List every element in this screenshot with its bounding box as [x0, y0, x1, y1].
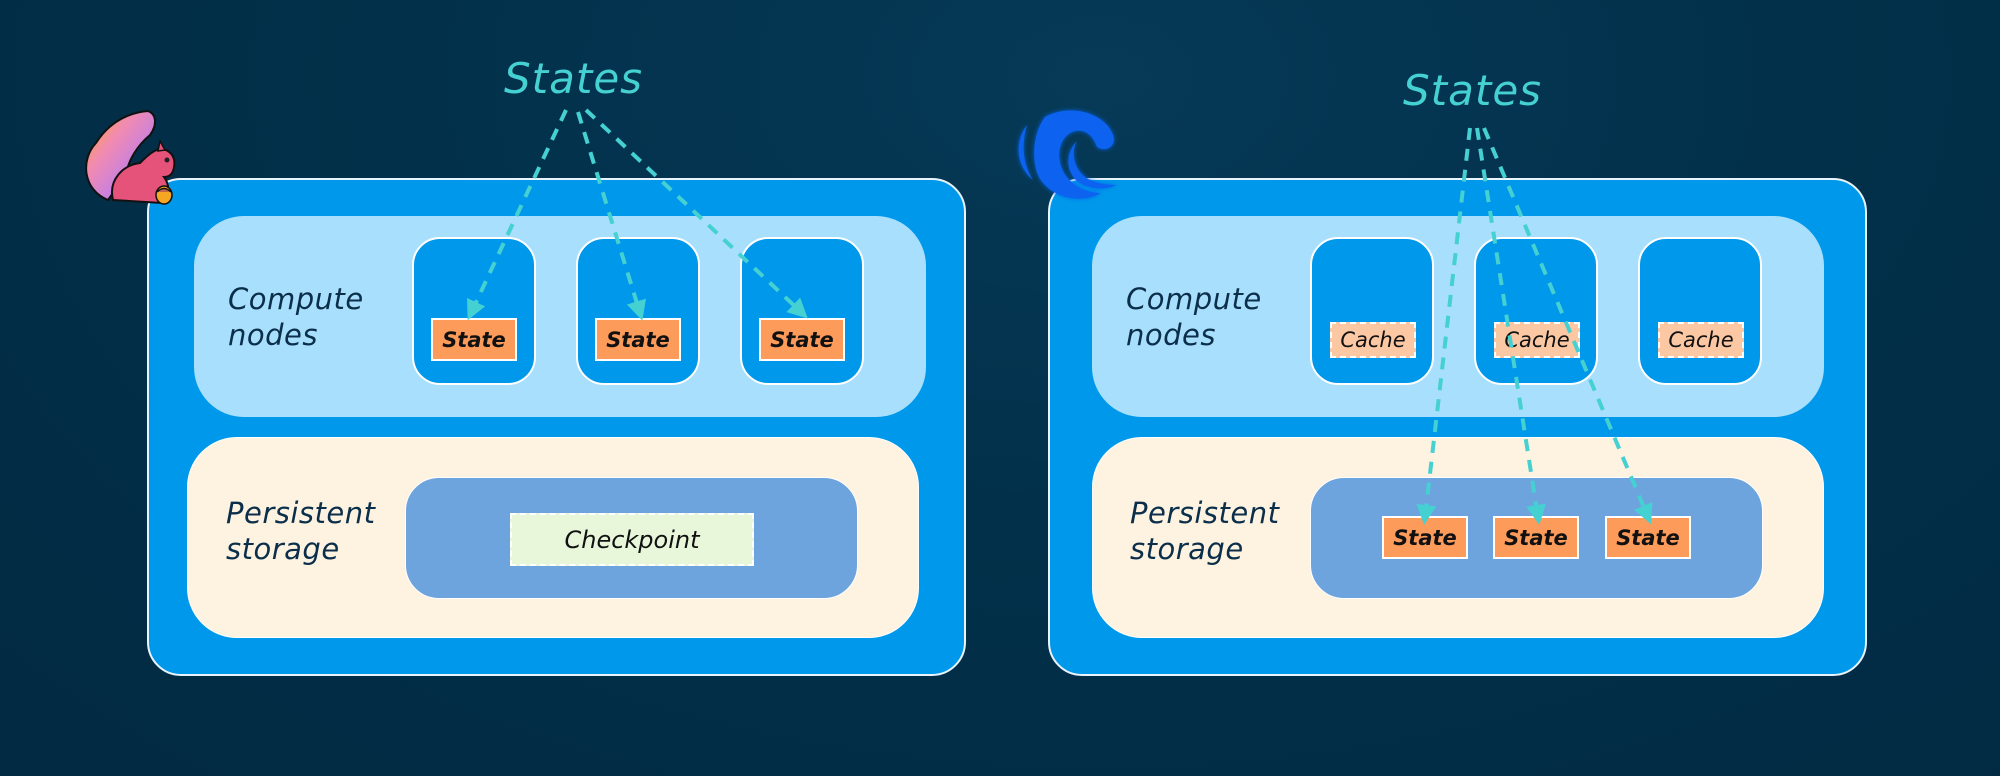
- left-compute-node-3: State: [740, 237, 864, 385]
- left-state-chip-3: State: [759, 318, 845, 361]
- left-compute-label: Compute nodes: [228, 281, 364, 353]
- right-storage-box: State State State: [1310, 477, 1763, 599]
- right-compute-label-line1: Compute: [1126, 282, 1262, 316]
- left-storage-label-line1: Persistent: [226, 496, 376, 530]
- checkpoint-chip: Checkpoint: [510, 513, 754, 566]
- left-storage-label: Persistent storage: [226, 495, 376, 567]
- right-storage-label: Persistent storage: [1130, 495, 1280, 567]
- right-states-title: States: [1403, 66, 1543, 115]
- right-state-chip-3: State: [1605, 516, 1691, 559]
- left-compute-node-1: State: [412, 237, 536, 385]
- squirrel-logo-icon: [85, 109, 176, 205]
- left-compute-label-line2: nodes: [228, 318, 318, 352]
- right-storage-label-line2: storage: [1130, 532, 1244, 566]
- left-states-title: States: [504, 54, 644, 103]
- right-compute-node-3: Cache: [1638, 237, 1762, 385]
- left-compute-node-2: State: [576, 237, 700, 385]
- right-cache-chip-3: Cache: [1658, 322, 1744, 358]
- right-cache-chip-1: Cache: [1330, 322, 1416, 358]
- left-storage-label-line2: storage: [226, 532, 340, 566]
- left-state-chip-2: State: [595, 318, 681, 361]
- right-storage-label-line1: Persistent: [1130, 496, 1280, 530]
- right-compute-label: Compute nodes: [1126, 281, 1262, 353]
- right-compute-node-1: Cache: [1310, 237, 1434, 385]
- right-compute-node-2: Cache: [1474, 237, 1598, 385]
- left-storage-box: Checkpoint: [405, 477, 858, 599]
- left-state-chip-1: State: [431, 318, 517, 361]
- right-cache-chip-2: Cache: [1494, 322, 1580, 358]
- right-compute-label-line2: nodes: [1126, 318, 1216, 352]
- right-state-chip-2: State: [1493, 516, 1579, 559]
- left-compute-label-line1: Compute: [228, 282, 364, 316]
- right-state-chip-1: State: [1382, 516, 1468, 559]
- wave-logo-icon: [1018, 110, 1117, 199]
